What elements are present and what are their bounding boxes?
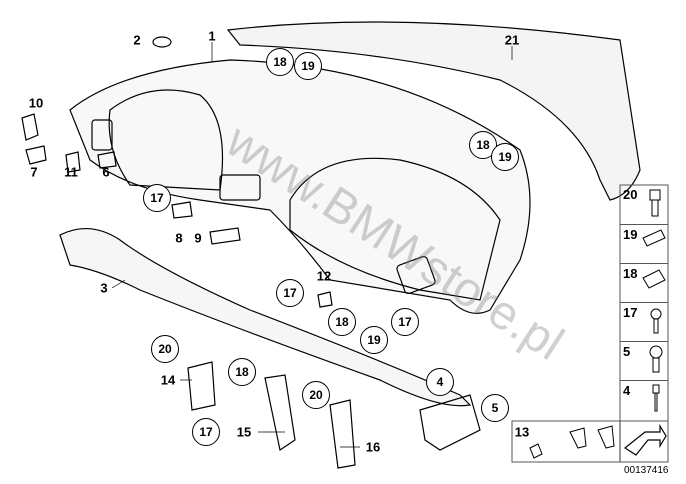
label-14: 14 [160, 372, 176, 388]
legend-label: 20 [623, 187, 638, 202]
instrument-cluster-hood [108, 89, 224, 191]
label-1: 1 [208, 28, 216, 44]
label-9: 9 [194, 230, 202, 246]
legend-cell-19: 19 [620, 224, 668, 264]
legend-cell-5: 5 [620, 341, 668, 381]
callout-19: 19 [491, 143, 519, 171]
leader-lines [111, 42, 513, 448]
callout-18: 18 [266, 48, 294, 76]
cover-9 [209, 227, 241, 245]
callout-18: 18 [328, 308, 356, 336]
label-2: 2 [133, 32, 141, 48]
legend-cell-17: 17 [620, 302, 668, 342]
cross-beam [59, 227, 472, 407]
callout-17: 17 [192, 418, 220, 446]
legend-label: 4 [623, 383, 631, 398]
label-12: 12 [316, 268, 332, 284]
label-7: 7 [30, 164, 38, 180]
bracket-16 [329, 399, 356, 469]
legend-cell-18: 18 [620, 263, 668, 303]
vent-center [219, 174, 261, 201]
callout-19: 19 [294, 52, 322, 80]
label-3: 3 [100, 280, 108, 296]
fastener-icons [529, 189, 666, 459]
glovebox-panel [289, 157, 501, 301]
label-13: 13 [514, 424, 530, 440]
callout-17: 17 [143, 184, 171, 212]
part-number: 00137416 [624, 465, 669, 476]
clip-7 [25, 145, 47, 165]
legend-bottom-frame [511, 420, 669, 463]
clip-11 [65, 151, 81, 173]
legend-cell-20: 20 [620, 185, 668, 224]
legend-cell-4: 4 [620, 380, 668, 420]
top-trim-21 [226, 21, 641, 201]
label-16: 16 [365, 439, 381, 455]
bracket-15 [264, 374, 296, 451]
bracket-14 [187, 361, 216, 411]
switch-8 [171, 201, 193, 219]
label-11: 11 [64, 164, 78, 180]
label-21: 21 [504, 32, 520, 48]
legend-label: 19 [623, 227, 638, 242]
callout-20: 20 [151, 335, 179, 363]
arrow-icon [623, 423, 667, 456]
label-6: 6 [102, 164, 110, 180]
switch-6 [97, 151, 117, 169]
callout-17: 17 [391, 308, 419, 336]
callout-18: 18 [228, 358, 256, 386]
label-10: 10 [28, 95, 44, 111]
callout-17: 17 [276, 279, 304, 307]
callout-4: 4 [426, 368, 454, 396]
callout-5: 5 [481, 394, 509, 422]
legend-label: 5 [623, 344, 631, 359]
legend-label: 18 [623, 266, 638, 281]
callout-19: 19 [360, 326, 388, 354]
clip-12 [317, 291, 333, 308]
label-8: 8 [175, 230, 183, 246]
vent-left [91, 119, 113, 151]
legend-label: 17 [623, 305, 638, 320]
end-bracket [419, 394, 481, 451]
cap-2 [152, 36, 172, 48]
bracket-10 [21, 113, 39, 141]
callout-20: 20 [302, 381, 330, 409]
vent-right [396, 255, 436, 295]
label-15: 15 [236, 424, 252, 440]
